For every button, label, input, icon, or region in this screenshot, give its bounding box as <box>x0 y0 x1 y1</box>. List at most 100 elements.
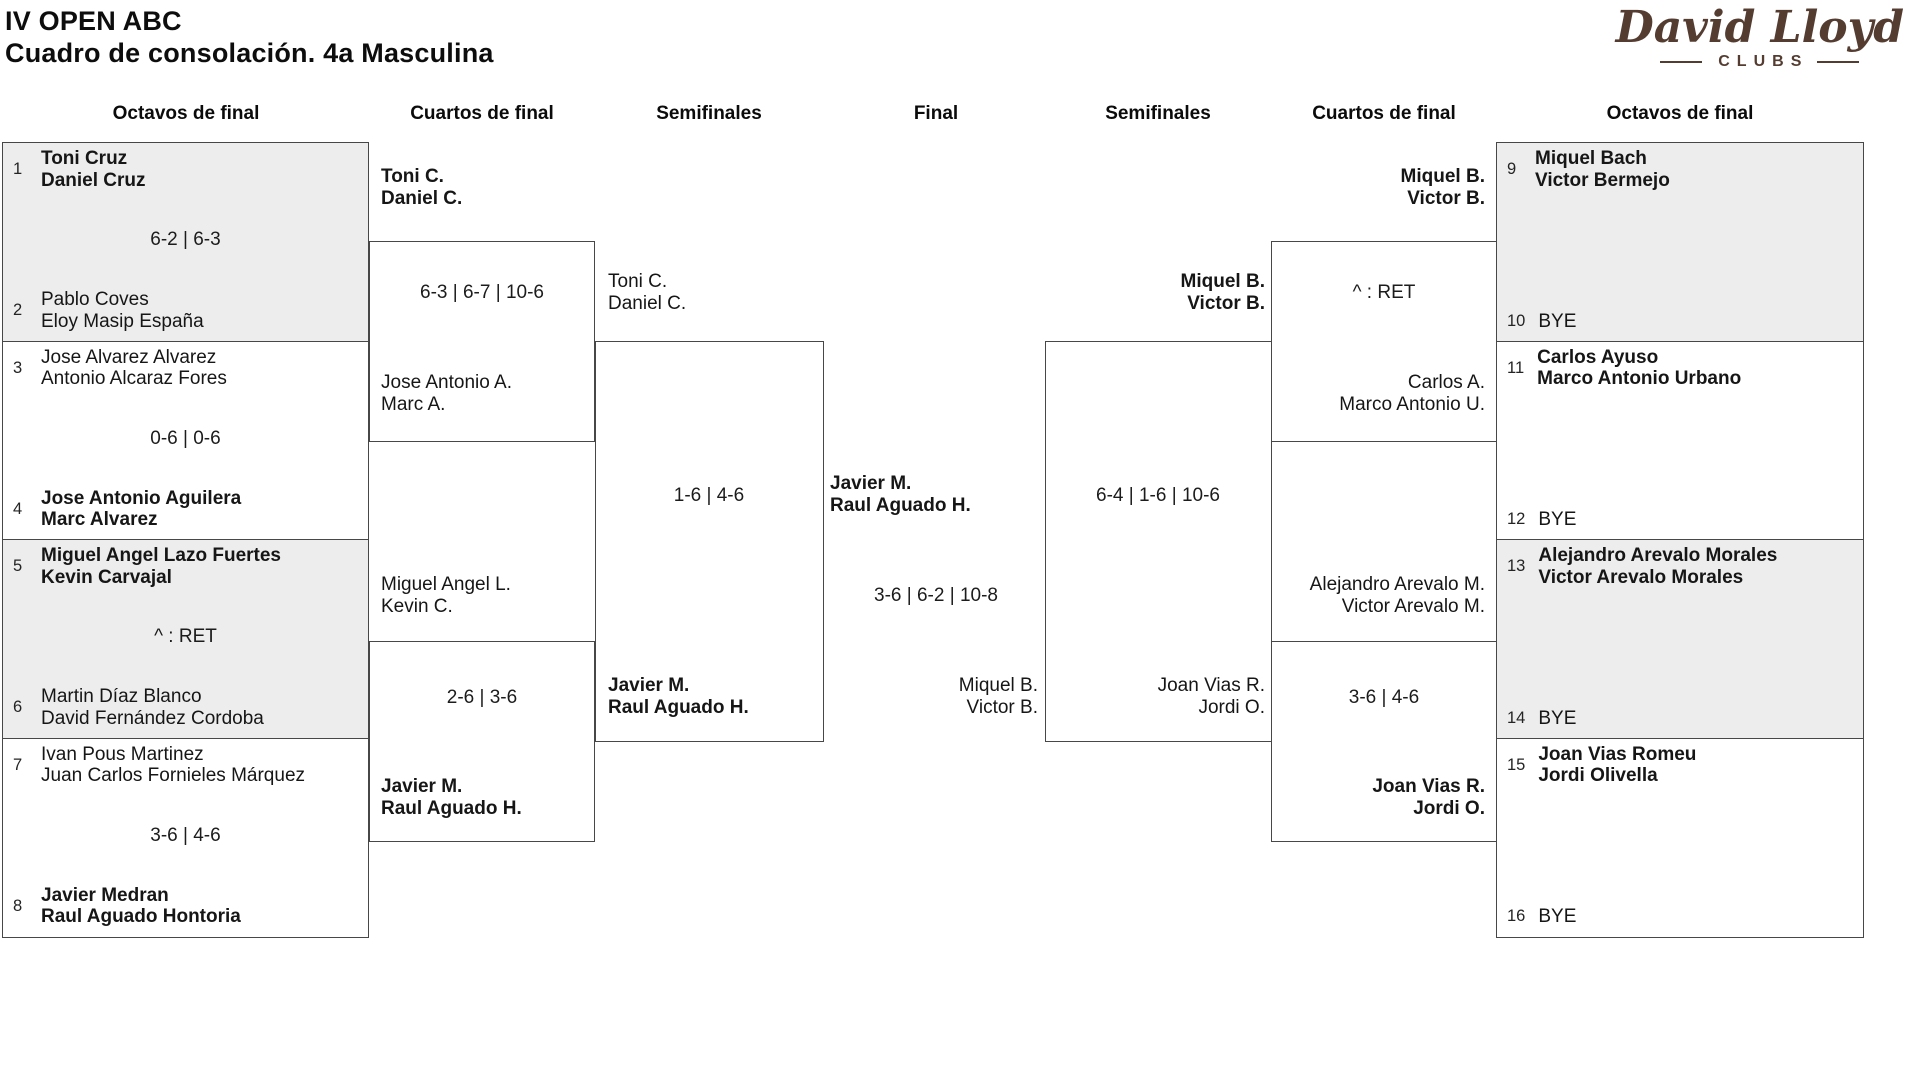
seed-number: 15 <box>1507 755 1526 774</box>
team-slot-10: 10 BYE <box>1507 311 1855 333</box>
team-name: BYE <box>1538 707 1577 729</box>
qf-left-1-top-team: Toni C.Daniel C. <box>381 166 463 209</box>
match-qf-left-1-box <box>369 241 595 442</box>
match-sf-left-box <box>595 341 824 742</box>
seed-number: 8 <box>13 896 23 915</box>
logo-clubs-text: CLUBS <box>1718 53 1809 71</box>
sf-left-score: 1-6 | 4-6 <box>673 485 745 506</box>
qf-left-2-top-team: Miguel Angel L.Kevin C. <box>381 574 511 617</box>
round-header-r16-right: Octavos de final <box>1606 103 1754 124</box>
team-slot-12: 12 BYE <box>1507 509 1855 531</box>
seed-number: 7 <box>13 755 23 774</box>
david-lloyd-logo: David Lloyd CLUBS <box>1615 2 1904 71</box>
sf-right-top-team: Miquel B.Victor B. <box>1180 271 1265 314</box>
draw-name: Cuadro de consolación. 4a Masculina <box>5 38 494 69</box>
match-score: 6-2 | 6-3 <box>150 229 221 250</box>
seed-number: 3 <box>13 358 23 377</box>
seed-number: 13 <box>1507 557 1526 575</box>
match-qf-right-1-box <box>1271 241 1497 442</box>
round-header-qf-right: Cuartos de final <box>1312 103 1456 124</box>
round-header-sf-left: Semifinales <box>656 103 762 124</box>
final-top-team: Javier M.Raul Aguado H. <box>830 473 971 516</box>
qf-right-2-score: 3-6 | 4-6 <box>1348 687 1420 708</box>
match-score: 0-6 | 0-6 <box>150 427 221 449</box>
qf-left-1-score: 6-3 | 6-7 | 10-6 <box>420 282 544 303</box>
logo-clubs-row: CLUBS <box>1616 53 1904 71</box>
seed-number: 16 <box>1507 907 1526 926</box>
seed-number: 1 <box>13 160 23 178</box>
seed-number: 12 <box>1507 510 1526 529</box>
match-qf-left-2-box <box>369 641 595 842</box>
seed-number: 10 <box>1507 311 1526 330</box>
sf-left-top-team: Toni C.Daniel C. <box>608 271 687 314</box>
seed-number: 2 <box>13 301 23 319</box>
qf-right-1-bottom-team: Carlos A.Marco Antonio U. <box>1339 372 1485 415</box>
qf-right-1-top-team: Miquel B.Victor B. <box>1400 166 1485 209</box>
page-title: IV OPEN ABC Cuadro de consolación. 4a Ma… <box>5 5 494 70</box>
logo-brand-text: David Lloyd <box>1615 2 1904 53</box>
team-slot-14: 14 BYE <box>1507 708 1855 730</box>
match-score: ^ : RET <box>154 626 217 647</box>
team-name: BYE <box>1538 509 1577 530</box>
seed-number: 14 <box>1507 708 1526 727</box>
qf-left-2-bottom-team: Javier M.Raul Aguado H. <box>381 776 522 819</box>
round-header-final: Final <box>913 103 959 124</box>
round-header-sf-right: Semifinales <box>1105 103 1211 124</box>
round-header-qf-left: Cuartos de final <box>410 103 554 124</box>
seed-number: 11 <box>1507 358 1525 377</box>
seed-number: 5 <box>13 557 23 575</box>
round-header-r16-left: Octavos de final <box>112 103 260 124</box>
seed-number: 6 <box>13 698 23 716</box>
sf-right-score: 6-4 | 1-6 | 10-6 <box>1096 485 1220 506</box>
logo-left-rule <box>1660 61 1703 64</box>
logo-right-rule <box>1817 61 1860 64</box>
seed-number: 9 <box>1507 160 1517 178</box>
qf-right-2-top-team: Alejandro Arevalo M.Victor Arevalo M. <box>1309 574 1485 617</box>
sf-right-bottom-team: Joan Vias R.Jordi O. <box>1157 675 1265 718</box>
team-slot-16: 16 BYE <box>1507 906 1855 928</box>
qf-left-1-bottom-team: Jose Antonio A.Marc A. <box>381 372 512 415</box>
match-score: 3-6 | 4-6 <box>150 824 221 846</box>
qf-left-2-score: 2-6 | 3-6 <box>446 687 518 708</box>
tournament-name: IV OPEN ABC <box>5 6 182 36</box>
final-bottom-team: Miquel B.Victor B. <box>958 675 1038 718</box>
qf-right-2-bottom-team: Joan Vias R.Jordi O. <box>1372 776 1485 819</box>
match-qf-right-2-box <box>1271 641 1497 842</box>
sf-left-bottom-team: Javier M.Raul Aguado H. <box>608 675 749 718</box>
team-name: BYE <box>1538 310 1577 332</box>
match-sf-right-box <box>1045 341 1272 742</box>
